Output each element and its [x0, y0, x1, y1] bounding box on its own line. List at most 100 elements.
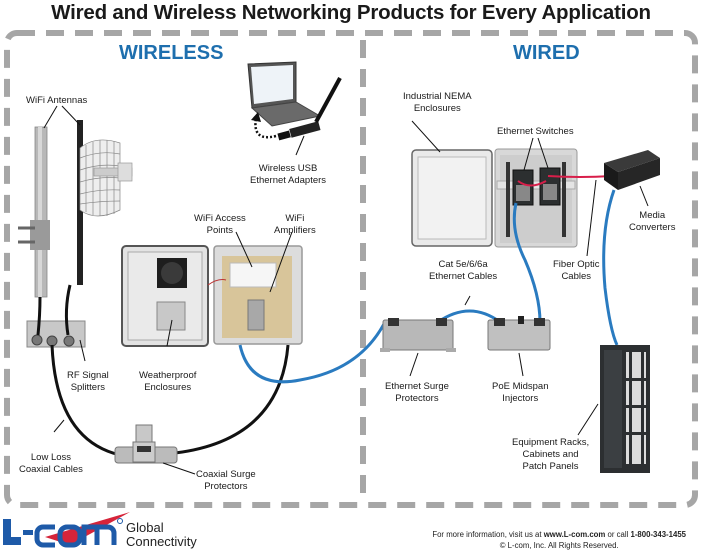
equipment-rack — [600, 345, 650, 473]
label-wifi-amplifiers: WiFi Amplifiers — [274, 213, 316, 237]
dotted-arrow — [254, 117, 277, 139]
coax-cable — [36, 296, 42, 336]
website-link[interactable]: www.L-com.com — [543, 530, 606, 539]
lcom-logo — [3, 512, 130, 548]
logo-tagline: Global Connectivity — [126, 521, 197, 549]
label-ethernet-surge-protectors: Ethernet Surge Protectors — [385, 381, 449, 405]
label-wireless-usb: Wireless USB Ethernet Adapters — [250, 163, 326, 187]
phone-number: 1-800-343-1455 — [630, 530, 687, 539]
ethernet-cable — [512, 202, 542, 323]
leader-line — [411, 120, 441, 153]
label-text: Protectors — [204, 481, 248, 492]
label-text: Enclosures — [413, 103, 461, 114]
label-weatherproof-enclosures: Weatherproof Enclosures — [139, 370, 196, 394]
leader-line — [43, 105, 58, 129]
label-text: Cables — [561, 271, 592, 282]
leader-line — [518, 352, 524, 377]
label-text: Enclosures — [144, 382, 192, 393]
label-text: Equipment Racks, — [512, 437, 590, 448]
label-coaxial-surge-protectors: Coaxial Surge Protectors — [196, 469, 256, 493]
coaxial-surge-protector — [114, 424, 178, 464]
tagline-global: Global — [126, 520, 164, 535]
label-text: Converters — [629, 222, 676, 233]
coax-cable — [174, 344, 290, 455]
leader-line — [61, 105, 81, 126]
footer-contact-line: For more information, visit us at www.L-… — [432, 529, 686, 540]
leader-line — [586, 179, 597, 257]
omni-antenna — [18, 126, 50, 298]
label-text: Coaxial Cables — [19, 464, 83, 475]
label-text: Ethernet Switches — [497, 126, 574, 137]
coax-cable — [50, 344, 121, 457]
label-text: Amplifiers — [274, 225, 316, 236]
label-text: Ethernet Cables — [429, 271, 498, 282]
label-fiber-optic-cables: Fiber Optic Cables — [553, 259, 599, 283]
label-nema-enclosures: Industrial NEMA Enclosures — [403, 91, 472, 115]
footer-text: For more information, visit us at — [432, 530, 544, 539]
label-equipment-racks: Equipment Racks, Cabinets and Patch Pane… — [512, 437, 589, 473]
leader-line — [464, 295, 471, 306]
leader-line — [537, 137, 549, 169]
label-wifi-antennas: WiFi Antennas — [26, 95, 87, 107]
usb-adapter — [277, 77, 342, 141]
leader-line — [53, 419, 65, 433]
ethernet-surge-protector — [380, 318, 456, 352]
label-text: PoE Midspan — [492, 381, 549, 392]
label-text: WiFi Antennas — [26, 95, 88, 106]
footer: For more information, visit us at www.L-… — [432, 529, 686, 551]
label-text: Industrial NEMA — [403, 91, 472, 102]
tagline-connectivity: Connectivity — [126, 534, 197, 549]
leader-line — [523, 137, 534, 171]
label-text: Points — [206, 225, 234, 236]
weatherproof-enclosure — [121, 245, 303, 347]
section-title-wireless: WIRELESS — [119, 42, 224, 64]
label-text: Weatherproof — [139, 370, 197, 381]
label-text: Ethernet Surge — [385, 381, 449, 392]
label-text: Cat 5e/6/6a — [438, 259, 488, 270]
copyright: © L-com, Inc. All Rights Reserved. — [499, 541, 619, 550]
label-rf-splitters: RF Signal Splitters — [67, 370, 109, 394]
label-text: Ethernet Adapters — [250, 175, 327, 186]
poe-midspan-injector — [487, 316, 551, 351]
leader-line — [166, 319, 173, 347]
ethernet-switch — [539, 167, 561, 206]
label-text: Coaxial Surge — [196, 469, 256, 480]
leader-line — [269, 231, 293, 293]
label-low-loss-cables: Low Loss Coaxial Cables — [19, 452, 83, 476]
leader-line — [577, 403, 599, 436]
label-text: Splitters — [70, 382, 106, 393]
dashed-frame — [4, 30, 698, 508]
label-text: WiFi — [285, 213, 305, 224]
label-text: RF Signal — [67, 370, 109, 381]
leader-line — [79, 339, 86, 362]
leader-line — [235, 231, 253, 268]
label-text: Fiber Optic — [553, 259, 600, 270]
label-cat-ethernet-cables: Cat 5e/6/6a Ethernet Cables — [429, 259, 497, 283]
label-text: Patch Panels — [522, 461, 579, 472]
label-text: Media — [639, 210, 666, 221]
arrow-head — [251, 112, 261, 122]
fiber-cable — [547, 175, 613, 178]
label-ethernet-switches: Ethernet Switches — [497, 126, 574, 138]
label-media-converters: Media Converters — [629, 210, 675, 234]
leader-line — [162, 462, 196, 475]
leader-line — [409, 352, 419, 377]
ethernet-cable — [238, 321, 387, 384]
label-text: Cabinets and — [522, 449, 579, 460]
label-text: Wireless USB — [258, 163, 318, 174]
section-title-wired: WIRED — [513, 42, 580, 64]
label-text: Protectors — [395, 393, 439, 404]
label-poe-midspan-injectors: PoE Midspan Injectors — [492, 381, 549, 405]
fiber-cable — [517, 180, 547, 187]
label-text: WiFi Access — [194, 213, 246, 224]
page-title: Wired and Wireless Networking Products f… — [51, 1, 651, 24]
rf-splitter — [26, 320, 86, 348]
label-wifi-access-points: WiFi Access Points — [194, 213, 246, 237]
leader-line — [639, 185, 649, 207]
media-converter — [604, 150, 660, 190]
laptop — [247, 61, 322, 127]
label-text: Low Loss — [30, 452, 72, 463]
label-text: Injectors — [502, 393, 539, 404]
grid-antenna — [79, 139, 133, 217]
